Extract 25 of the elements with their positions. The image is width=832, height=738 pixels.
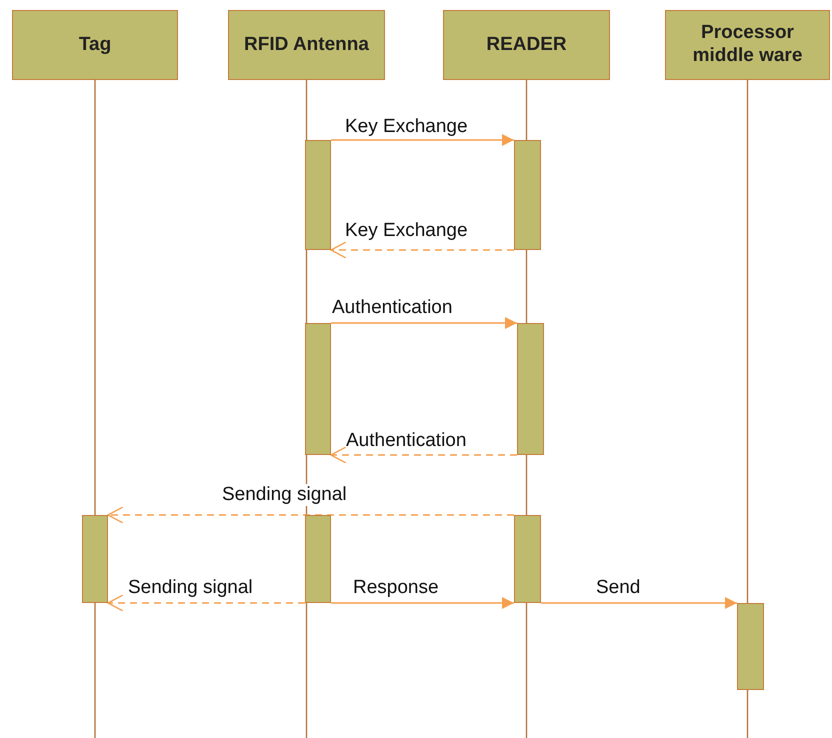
activation-bar [514,140,541,250]
arrow [107,594,305,612]
arrow [331,134,514,146]
participant-box: RFID Antenna [228,10,385,80]
activation-bar [517,323,544,455]
participant-box: Processor middle ware [665,10,830,80]
edge-label: Key Exchange [345,116,468,138]
arrow [331,597,514,609]
edge-label: Sending signal [222,484,347,506]
activation-bar [305,323,331,455]
activation-bar [82,515,108,603]
arrow [331,317,517,329]
edge-label: Response [353,577,439,599]
activation-bar [514,515,541,603]
activation-bar [305,140,331,250]
participant-box: READER [443,10,610,80]
arrow [330,446,517,464]
activation-bar [305,515,331,603]
participant-box: Tag [12,10,178,80]
arrow [107,506,514,524]
arrow [541,597,737,609]
activation-bar [737,603,764,690]
edge-label: Key Exchange [345,220,468,242]
arrow [330,241,514,259]
edge-label: Sending signal [128,577,253,599]
